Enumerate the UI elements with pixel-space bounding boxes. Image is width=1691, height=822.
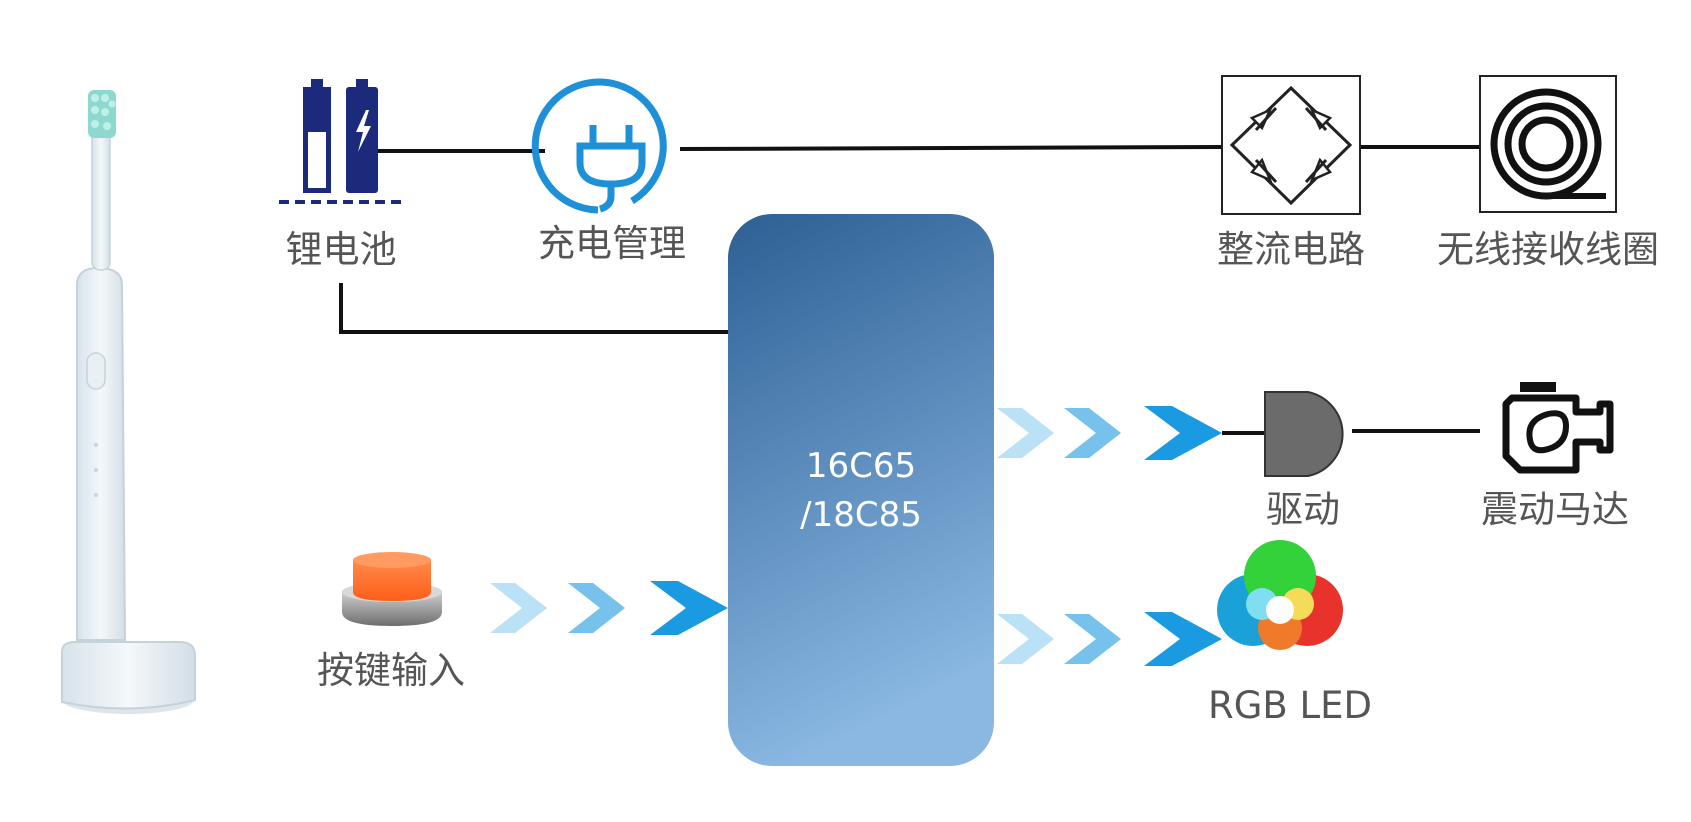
chip-label-line1: 16C65 — [806, 446, 916, 486]
chip-label-line2: /18C85 — [800, 495, 922, 535]
arrow-chip-to-driver — [997, 406, 1222, 460]
bridge-rectifier-icon — [1221, 75, 1361, 215]
wire-charge-rectifier — [679, 145, 1223, 151]
motor-label: 震动马达 — [1481, 488, 1629, 531]
charge-label: 充电管理 — [538, 222, 686, 265]
wire-battery-chip — [339, 283, 728, 334]
rgb-label: RGB LED — [1208, 684, 1372, 727]
arrow-button-to-chip — [490, 581, 728, 635]
driver-label: 驱动 — [1266, 488, 1340, 531]
plug-icon — [531, 78, 667, 214]
engine-icon — [1502, 382, 1614, 474]
button-label: 按键输入 — [317, 649, 465, 692]
arrow-chip-to-rgb — [997, 612, 1222, 666]
battery-icon — [279, 79, 404, 204]
coil-label: 无线接收线圈 — [1437, 228, 1659, 271]
push-button-icon — [342, 552, 442, 626]
battery-label: 锂电池 — [286, 228, 397, 271]
rectifier-label: 整流电路 — [1217, 228, 1365, 271]
mcu-chip: 16C65 /18C85 — [728, 214, 994, 766]
wires — [339, 145, 1480, 435]
toothbrush-image — [61, 90, 196, 714]
coil-icon — [1479, 75, 1617, 213]
and-gate-icon — [1264, 391, 1344, 477]
rgb-venn-icon — [1217, 540, 1343, 650]
